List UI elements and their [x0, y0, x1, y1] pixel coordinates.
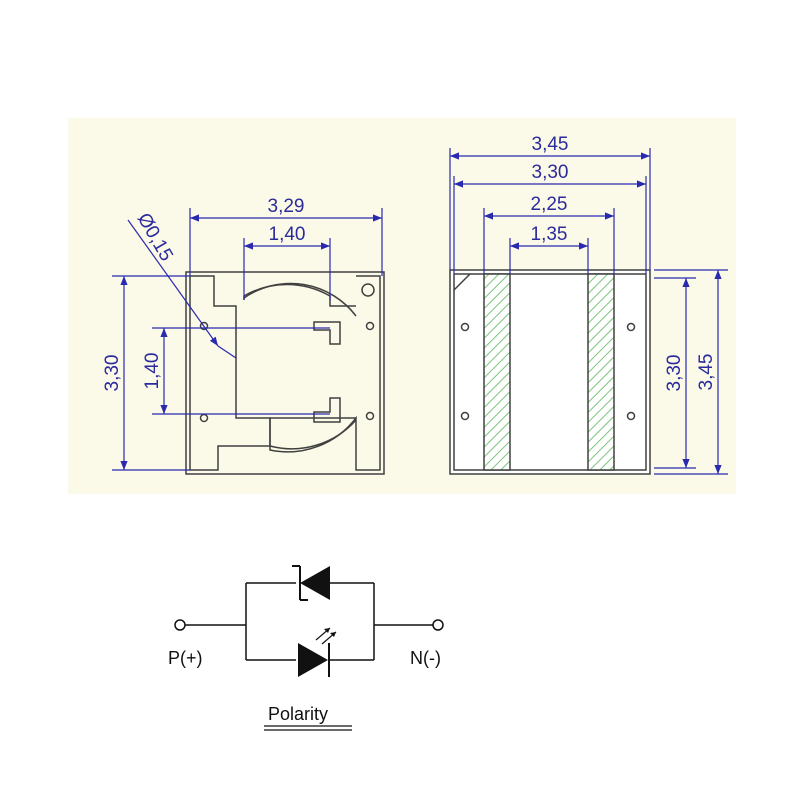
center-arc	[243, 282, 357, 317]
hatch-strip-right	[587, 273, 615, 471]
dim-right-outer-width: 3,45	[532, 134, 569, 155]
right-view	[449, 269, 651, 475]
left-view	[185, 271, 385, 475]
dim-right-outer-height: 3,45	[696, 354, 717, 391]
negative-label: N(-)	[410, 648, 441, 668]
left-dimensions	[112, 208, 383, 471]
dim-right-center-width: 1,35	[531, 224, 568, 245]
dim-right-inner-width: 2,25	[531, 194, 568, 215]
dim-left-height: 3,30	[102, 355, 123, 392]
side-hole-left-1	[460, 322, 470, 332]
right-package-outline	[449, 269, 651, 475]
left-package-outline	[185, 271, 385, 475]
hatch-strip-left	[483, 273, 511, 471]
side-hole-left-2	[460, 411, 470, 421]
led-icon	[298, 627, 337, 677]
dim-left-width: 3,29	[268, 196, 305, 217]
hole-left-1	[199, 321, 209, 331]
dim-left-inner-width: 1,40	[269, 224, 306, 245]
l-mark-top	[313, 321, 341, 345]
right-inner-outline	[453, 273, 647, 471]
dim-right-width: 3,30	[532, 162, 569, 183]
side-hole-right-1	[626, 322, 636, 332]
tvs-diode-icon	[292, 565, 330, 601]
polarity-caption: Polarity	[268, 704, 328, 724]
negative-terminal	[432, 619, 444, 631]
dim-right-height: 3,30	[664, 355, 685, 392]
positive-terminal	[174, 619, 186, 631]
polarity-schematic	[174, 582, 444, 661]
hole-right-2	[365, 411, 375, 421]
side-hole-right-2	[626, 411, 636, 421]
hole-right-1	[365, 321, 375, 331]
right-dimensions	[449, 148, 728, 475]
hole-top-right-large	[361, 283, 375, 297]
center-arc-lower	[269, 419, 357, 450]
positive-label: P(+)	[168, 648, 203, 668]
dim-left-inner-height: 1,40	[142, 353, 163, 390]
l-mark-bottom	[313, 397, 341, 423]
